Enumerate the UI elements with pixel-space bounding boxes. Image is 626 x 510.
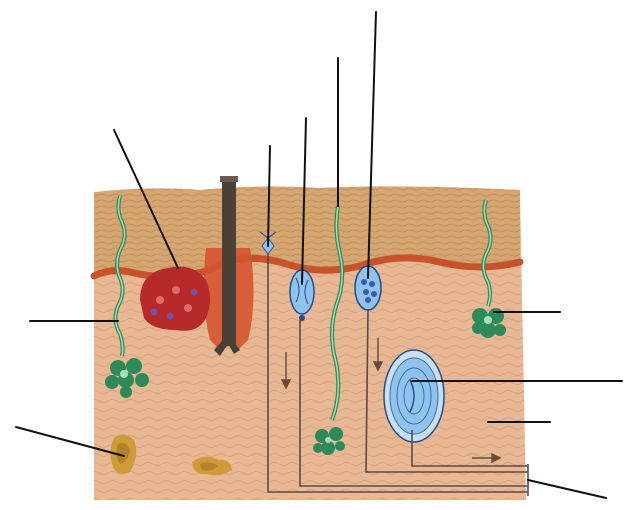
hair-shaft	[222, 178, 236, 346]
sebaceous-gland	[140, 267, 210, 331]
leader-nerve	[528, 480, 606, 498]
skin-block	[94, 186, 526, 500]
pacinian-corpuscle	[384, 350, 444, 442]
